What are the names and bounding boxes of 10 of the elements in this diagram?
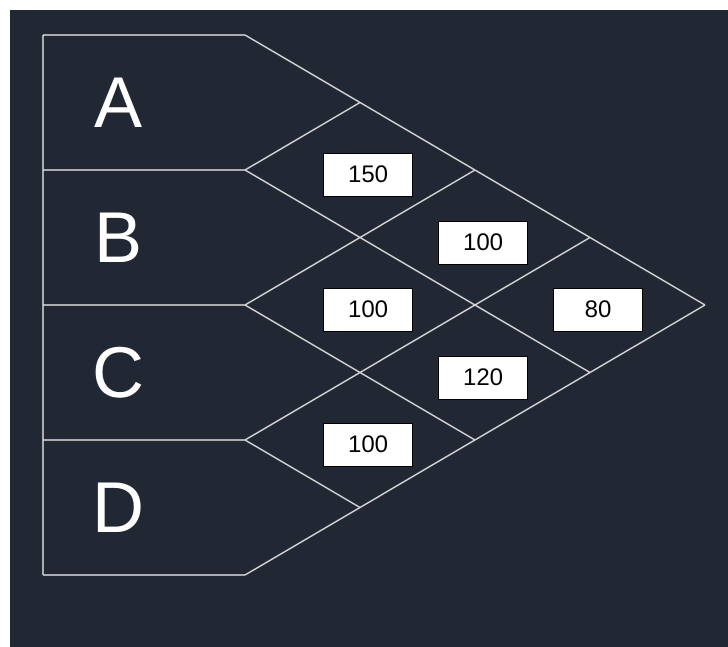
row-letter: C — [92, 336, 144, 408]
value-label: 150 — [323, 153, 413, 197]
value-label: 80 — [553, 288, 643, 332]
value-label: 120 — [438, 356, 528, 400]
value-label: 100 — [323, 423, 413, 467]
row-letter: D — [92, 472, 144, 544]
value-label: 100 — [438, 220, 528, 264]
value-label: 100 — [323, 288, 413, 332]
row-letter: A — [94, 66, 142, 138]
row-letter: B — [94, 202, 142, 274]
